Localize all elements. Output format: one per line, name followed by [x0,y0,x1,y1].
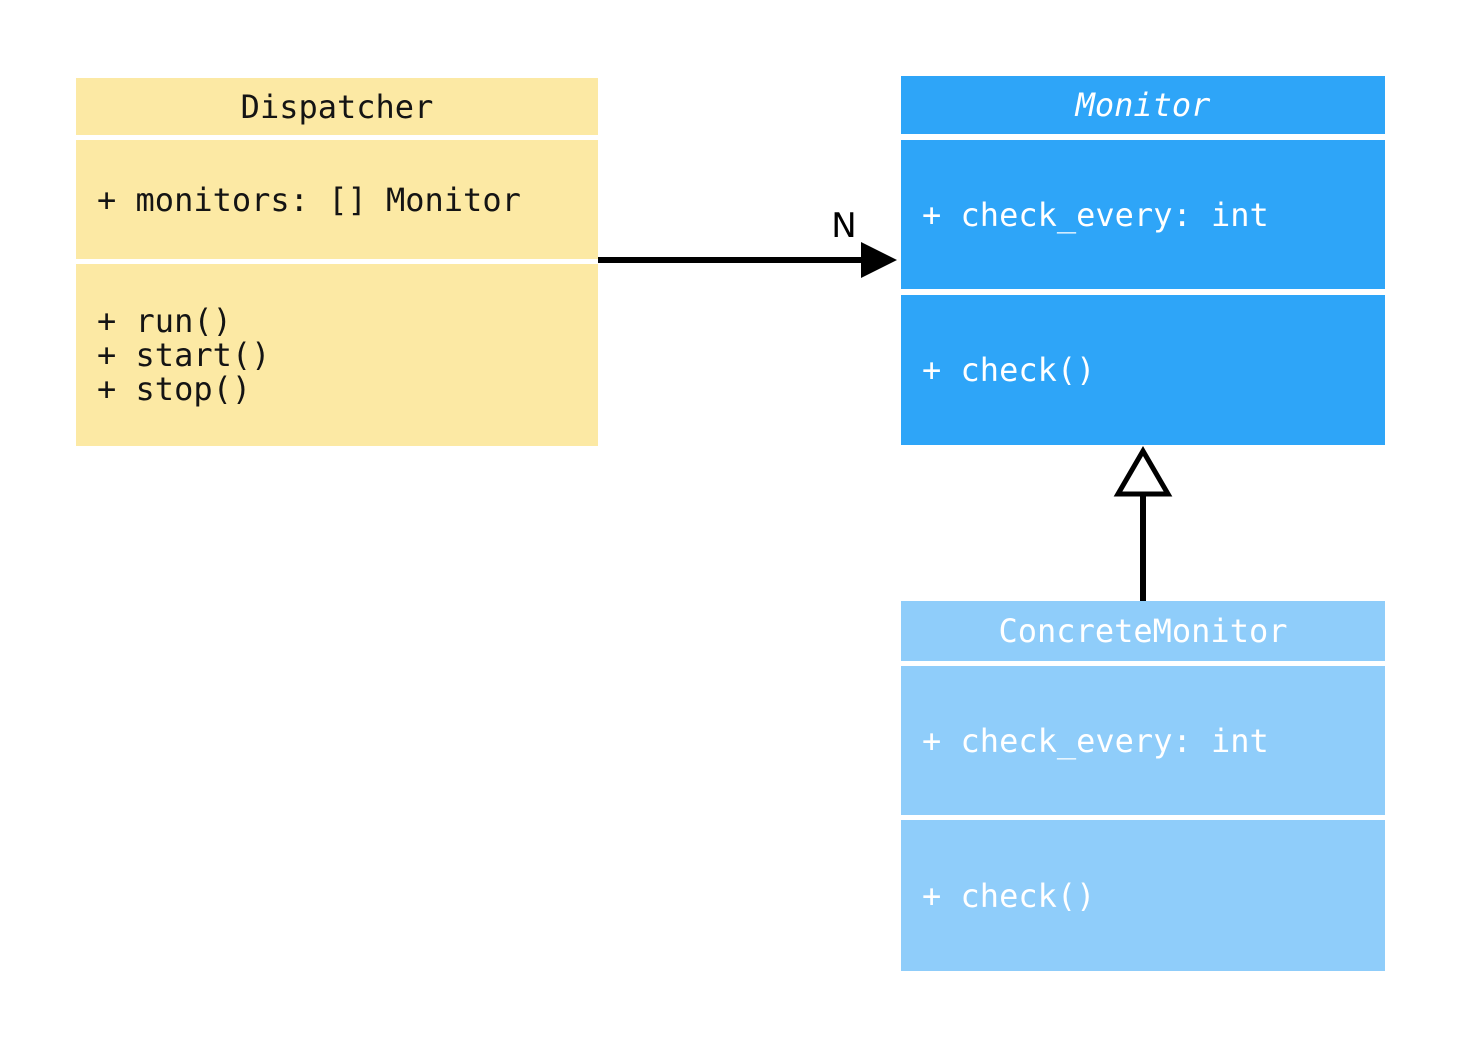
class-attributes-dispatcher: + monitors: [] Monitor [76,140,598,259]
hollow-triangle-icon [1113,446,1173,497]
class-name-concrete-monitor: ConcreteMonitor [998,612,1288,650]
class-methods-dispatcher: + run() + start() + stop() [76,264,598,446]
class-methods-monitor: + check() [901,295,1385,445]
class-name-dispatcher: Dispatcher [240,87,434,126]
class-attributes-concrete-monitor: + check_every: int [901,666,1385,815]
class-box-dispatcher: Dispatcher + monitors: [] Monitor + run(… [76,78,598,446]
class-attributes-monitor: + check_every: int [901,140,1385,289]
class-box-concrete-monitor: ConcreteMonitor + check_every: int + che… [901,601,1385,971]
class-title-concrete-monitor: ConcreteMonitor [901,601,1385,661]
method-start: + start() [97,336,271,374]
class-title-monitor: Monitor [901,76,1385,134]
class-name-monitor: Monitor [1075,86,1211,124]
inheritance-arrow [1113,446,1173,601]
class-methods-concrete-monitor: + check() [901,820,1385,971]
attribute-check-every: + check_every: int [922,195,1269,234]
method-check-concrete: + check() [922,876,1096,915]
method-run: + run() [97,302,232,340]
multiplicity-label: N [831,206,857,246]
method-stop: + stop() [97,370,252,408]
class-title-dispatcher: Dispatcher [76,78,598,135]
method-check: + check() [922,351,1096,389]
arrowhead-icon [861,242,897,278]
association-arrow [598,242,897,278]
attribute-monitors: + monitors: [] Monitor [97,180,521,219]
class-box-monitor: Monitor + check_every: int + check() [901,76,1385,445]
attribute-check-every-concrete: + check_every: int [922,721,1269,760]
